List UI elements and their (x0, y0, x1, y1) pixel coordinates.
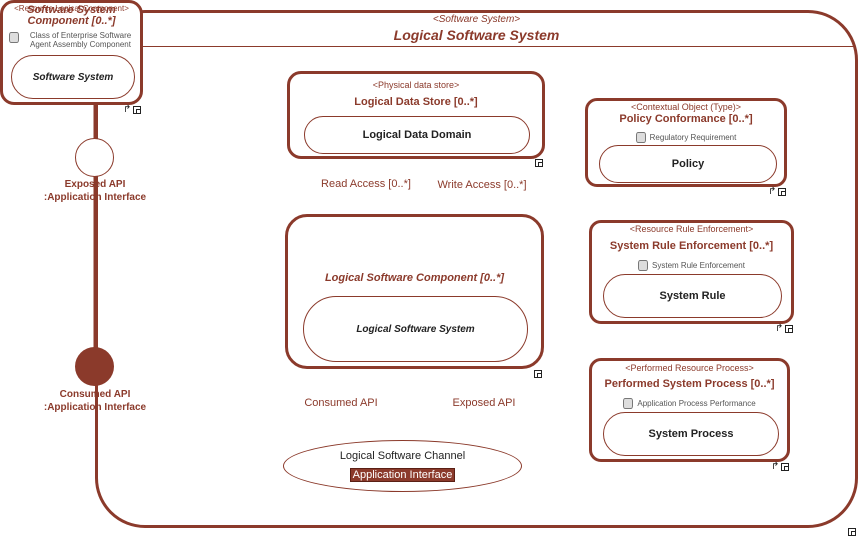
datastore-inner-label: Logical Data Domain (362, 129, 472, 141)
nav-up-icon[interactable]: ↱ (123, 104, 132, 115)
datastore-expand-icon[interactable] (535, 159, 543, 167)
database-icon (635, 132, 646, 143)
system-rule-enforcement[interactable]: <Resource Rule Enforcement> System Rule … (589, 220, 794, 324)
process-inner-label: System Process (648, 428, 734, 440)
software-system-component[interactable]: <Resource Logical Component> Software Sy… (0, 0, 143, 105)
rule-stereotype: <Resource Rule Enforcement> (629, 224, 754, 234)
expand-icon[interactable] (133, 106, 141, 114)
policy-expand-icon[interactable] (778, 188, 786, 196)
policy-conformance[interactable]: <Contextual Object (Type)> Policy Confor… (585, 98, 787, 187)
process-classifier: Application Process Performance (637, 399, 756, 408)
channel-type: Application Interface (349, 468, 456, 482)
database-icon (9, 32, 19, 43)
process-inner[interactable]: System Process (603, 412, 779, 456)
write-access-label: Write Access [0..*] (437, 179, 527, 191)
process-expand-icon[interactable] (781, 463, 789, 471)
database-icon (638, 260, 649, 271)
component-classifier: Class of Enterprise Software Agent Assem… (29, 31, 132, 49)
process-classifier-row: Application Process Performance (592, 398, 787, 409)
process-stereotype: <Performed Resource Process> (625, 363, 754, 373)
component-classifier-row: Class of Enterprise Software Agent Assem… (9, 31, 138, 49)
performed-system-process[interactable]: <Performed Resource Process> Performed S… (589, 358, 790, 462)
system-stereotype: <Software System> (432, 14, 521, 25)
exposed-port-line2: :Application Interface (43, 192, 147, 203)
component-title-1: Software System (27, 4, 116, 16)
lsc-inner[interactable]: Logical Software System (303, 296, 528, 362)
read-access-label: Read Access [0..*] (321, 178, 411, 190)
rule-expand-icon[interactable] (785, 325, 793, 333)
lsc-inner-label: Logical Software System (356, 323, 475, 335)
system-title-divider (138, 46, 855, 47)
process-nav-up-icon[interactable]: ↱ (771, 461, 780, 472)
datastore-inner[interactable]: Logical Data Domain (304, 116, 530, 154)
policy-classifier: Regulatory Requirement (649, 133, 737, 142)
exposed-api-port-label: Exposed API :Application Interface (25, 178, 165, 204)
policy-classifier-row: Regulatory Requirement (588, 132, 784, 143)
exposed-api-port[interactable] (75, 138, 114, 177)
component-title-2: Component [0..*] (27, 15, 116, 27)
logical-data-store[interactable]: <Physical data store> Logical Data Store… (287, 71, 545, 159)
datastore-title: Logical Data Store [0..*] (354, 96, 478, 108)
policy-inner-label: Policy (671, 158, 705, 170)
policy-inner[interactable]: Policy (599, 145, 777, 183)
logical-software-channel[interactable]: Logical Software Channel Application Int… (283, 440, 522, 492)
system-title: Logical Software System (393, 27, 560, 43)
rule-classifier-row: System Rule Enforcement (592, 260, 791, 271)
consumed-api-port[interactable] (75, 347, 114, 386)
component-inner-label: Software System (32, 71, 114, 83)
policy-nav-up-icon[interactable]: ↱ (768, 186, 777, 197)
exposed-api-label: Exposed API (452, 397, 516, 409)
policy-title: Policy Conformance [0..*] (619, 113, 753, 125)
consumed-port-line2: :Application Interface (43, 402, 147, 413)
component-stereotype: <Resource Logical Component> (14, 4, 129, 13)
rule-inner[interactable]: System Rule (603, 274, 782, 318)
consumed-api-port-label: Consumed API :Application Interface (25, 388, 165, 414)
process-title: Performed System Process [0..*] (604, 378, 775, 390)
policy-stereotype: <Contextual Object (Type)> (630, 102, 742, 112)
channel-type-badge: Application Interface (284, 465, 521, 483)
database-icon (623, 398, 634, 409)
component-inner[interactable]: Software System (11, 55, 135, 99)
consumed-port-line1: Consumed API (59, 389, 131, 400)
rule-classifier: System Rule Enforcement (652, 261, 745, 270)
rule-title: System Rule Enforcement [0..*] (609, 240, 774, 252)
consumed-api-label: Consumed API (304, 397, 378, 409)
exposed-port-line1: Exposed API (64, 179, 126, 190)
datastore-stereotype: <Physical data store> (372, 80, 460, 90)
rule-nav-up-icon[interactable]: ↱ (775, 323, 784, 334)
logical-software-component[interactable]: Logical Software Component [0..*] Logica… (285, 214, 544, 369)
system-expand-icon[interactable] (848, 528, 856, 536)
lsc-title: Logical Software Component [0..*] (324, 272, 505, 284)
lsc-expand-icon[interactable] (534, 370, 542, 378)
channel-label: Logical Software Channel (339, 450, 466, 462)
rule-inner-label: System Rule (659, 290, 726, 302)
